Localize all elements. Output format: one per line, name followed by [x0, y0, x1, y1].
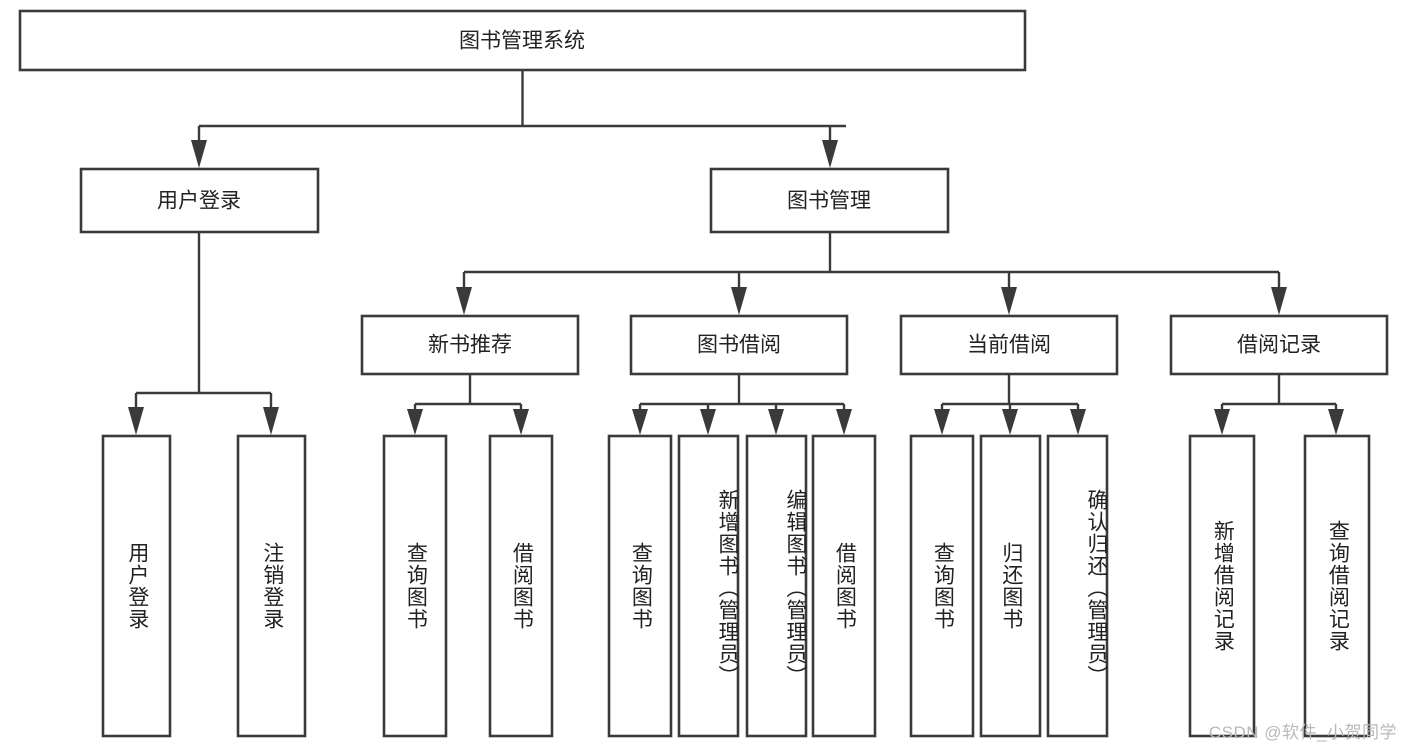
arrowhead-leaf-confirm-return [1070, 409, 1086, 435]
node-root-label: 图书管理系统 [459, 30, 585, 53]
connector-group-current-borrow [934, 374, 1086, 435]
node-book-borrow-label: 图书借阅 [697, 334, 781, 357]
connector-group-new-book-recommend [407, 374, 529, 435]
leaf-add-book-box[interactable] [677, 434, 740, 738]
connector-group-book-management [456, 232, 1287, 315]
leaf-user-login-box[interactable] [101, 434, 172, 738]
leaf-query-record-box[interactable] [1303, 434, 1371, 738]
node-borrow-record-box[interactable] [1169, 314, 1389, 376]
node-book-borrow[interactable]: 图书借阅 [629, 314, 849, 376]
leaf-query-book-3-box[interactable] [909, 434, 975, 738]
arrowhead-leaf-user-login [128, 407, 144, 435]
node-user-login-label: 用户登录 [157, 190, 241, 213]
leaf-return-book-box[interactable] [979, 434, 1042, 738]
leaf-logout-login-box[interactable] [236, 434, 307, 738]
node-borrow-record[interactable]: 借阅记录 [1169, 314, 1389, 376]
node-book-borrow-box[interactable] [629, 314, 849, 376]
arrowhead-leaf-query-book-2 [632, 409, 648, 435]
arrowhead-user-login [191, 140, 207, 168]
arrowhead-leaf-query-book-3 [934, 409, 950, 435]
leaf-add-record-box[interactable] [1188, 434, 1256, 738]
leaf-node-group [101, 434, 1371, 738]
arrowhead-leaf-borrow-book-1 [513, 409, 529, 435]
node-borrow-record-label: 借阅记录 [1237, 334, 1321, 357]
leaf-borrow-book-2-box[interactable] [811, 434, 877, 738]
arrowhead-leaf-return-book [1002, 409, 1018, 435]
arrowhead-current-borrow [1001, 287, 1017, 315]
arrowhead-leaf-edit-book [768, 409, 784, 435]
arrowhead-book-borrow [731, 287, 747, 315]
leaf-edit-book-box[interactable] [745, 434, 808, 738]
csdn-watermark: CSDN @软件_小贺同学 [1208, 723, 1397, 742]
node-book-management-box[interactable] [709, 167, 950, 234]
connector-group-borrow-record [1214, 374, 1344, 435]
arrowhead-leaf-add-book [700, 409, 716, 435]
node-book-management-label: 图书管理 [787, 190, 871, 213]
node-user-login-box[interactable] [79, 167, 320, 234]
arrowhead-borrow-record [1271, 287, 1287, 315]
node-current-borrow-box[interactable] [899, 314, 1119, 376]
arrowhead-leaf-borrow-book-2 [836, 409, 852, 435]
arrowhead-leaf-logout-login [263, 407, 279, 435]
node-book-management[interactable]: 图书管理 [709, 167, 950, 234]
arrowhead-new-book-recommend [456, 287, 472, 315]
node-root-box[interactable] [18, 9, 1027, 72]
leaf-confirm-return-box[interactable] [1046, 434, 1109, 738]
arrowhead-leaf-add-record [1214, 409, 1230, 435]
leaf-query-book-1-box[interactable] [382, 434, 448, 738]
node-root[interactable]: 图书管理系统 [18, 9, 1027, 72]
node-new-book-recommend[interactable]: 新书推荐 [360, 314, 580, 376]
arrowhead-book-management [822, 140, 838, 168]
node-user-login[interactable]: 用户登录 [79, 167, 320, 234]
connector-group-book-borrow [632, 374, 852, 435]
node-current-borrow-label: 当前借阅 [967, 334, 1051, 357]
node-new-book-recommend-label: 新书推荐 [428, 334, 512, 357]
arrowhead-leaf-query-record [1328, 409, 1344, 435]
leaf-query-book-2-box[interactable] [607, 434, 673, 738]
node-new-book-recommend-box[interactable] [360, 314, 580, 376]
arrowhead-leaf-query-book-1 [407, 409, 423, 435]
node-current-borrow[interactable]: 当前借阅 [899, 314, 1119, 376]
leaf-borrow-book-1-box[interactable] [488, 434, 554, 738]
connector-group-root [191, 70, 846, 168]
connector-group-user-login [128, 232, 279, 435]
